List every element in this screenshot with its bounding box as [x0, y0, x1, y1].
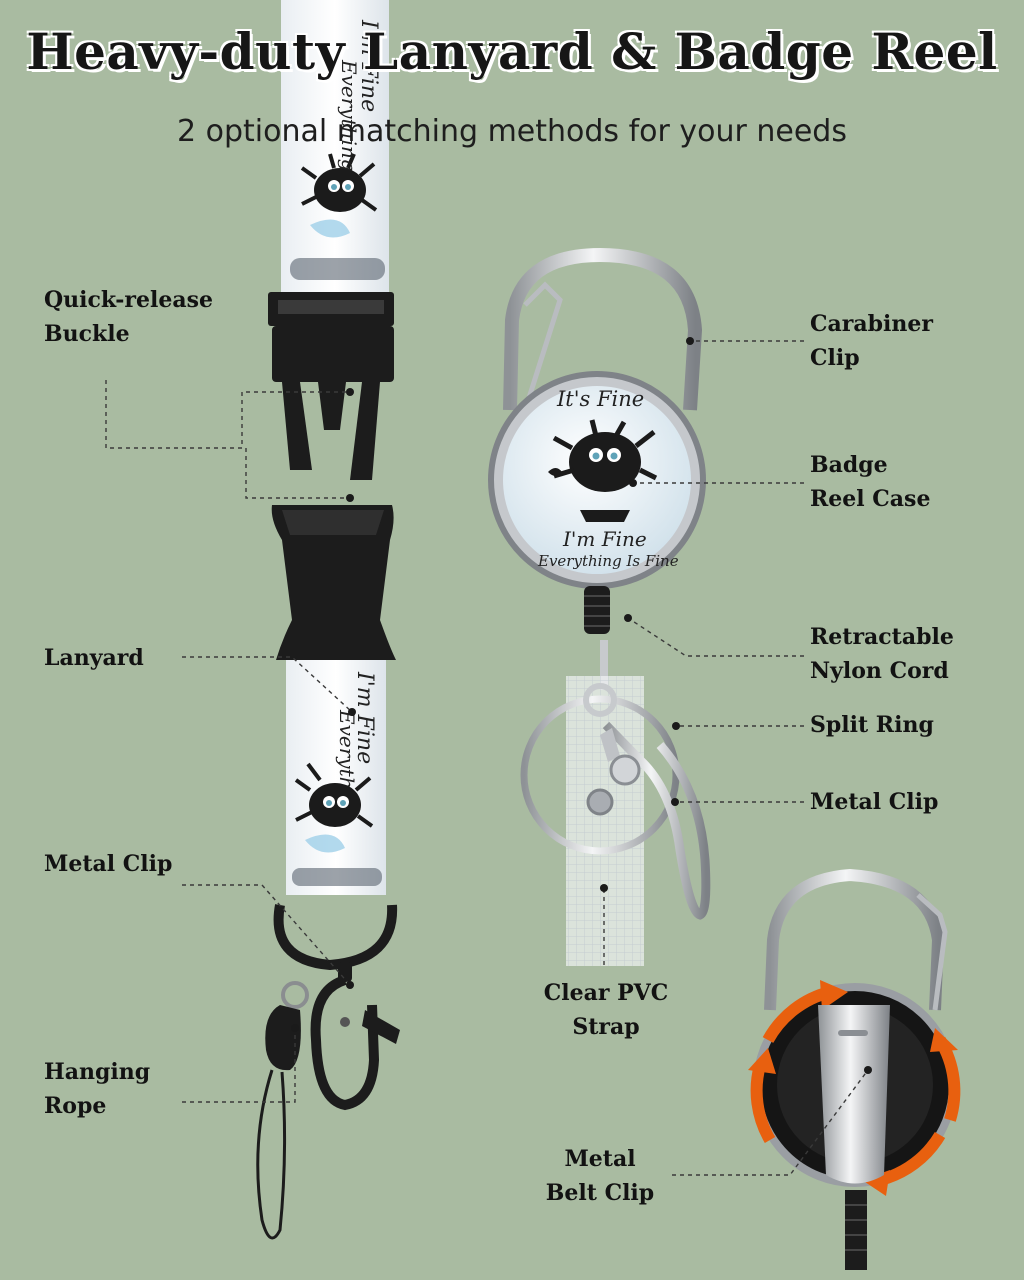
reel-back-view [748, 868, 961, 1270]
label-carabiner-clip: Carabiner Clip [810, 311, 933, 371]
quick-release-buckle-female [271, 505, 396, 660]
rotation-arrow-icon [748, 980, 961, 1196]
split-ring [520, 683, 680, 855]
label-clear-pvc-strap: Clear PVC Strap [543, 980, 669, 1040]
badge-reel-case: It's Fine I'm Fine Everything Is Fine [488, 371, 706, 589]
label-split-ring: Split Ring [810, 712, 934, 738]
label-retractable-nylon-cord: Retractable Nylon Cord [810, 624, 954, 684]
label-metal-belt-clip: Metal Belt Clip [545, 1146, 655, 1206]
reel-print-top: It's Fine [556, 387, 644, 411]
clear-pvc-strap [566, 676, 644, 966]
retractable-cord-connector [584, 586, 610, 690]
lanyard-metal-clip [273, 904, 400, 1111]
lanyard-print-text-top-2: Everything [337, 59, 361, 172]
page-title: Heavy-duty Lanyard & Badge Reel [26, 22, 998, 81]
label-quick-release-buckle: Quick-release Buckle [44, 287, 213, 347]
label-hanging-rope: Hanging Rope [44, 1059, 151, 1119]
label-metal-clip-left: Metal Clip [44, 851, 173, 877]
label-metal-clip-right: Metal Clip [810, 789, 939, 815]
lanyard-print-text-top: I'm Fine [356, 19, 381, 112]
lanyard-strap-lower: I'm Fine Everything [286, 660, 386, 895]
reel-print-line2: Everything Is Fine [537, 552, 679, 570]
lanyard-strap-upper: I'm Fine Everything [281, 0, 389, 300]
label-lanyard: Lanyard [44, 645, 144, 671]
reel-metal-clip [600, 721, 711, 920]
cat-print-icon-lower [292, 762, 382, 886]
reel-cat-icon [548, 419, 658, 522]
carabiner-clip [503, 247, 703, 421]
label-badge-reel-case: Badge Reel Case [810, 452, 931, 512]
leader-lines [105, 337, 872, 1176]
page-subtitle: 2 optional matching methods for your nee… [177, 114, 847, 149]
quick-release-buckle-male [268, 292, 394, 480]
hanging-rope [256, 981, 309, 1240]
reel-print-line1: I'm Fine [562, 527, 647, 551]
lanyard-print-text-bottom: I'm Fine [352, 671, 377, 764]
cat-print-icon [290, 153, 385, 280]
metal-belt-clip [818, 1005, 890, 1184]
